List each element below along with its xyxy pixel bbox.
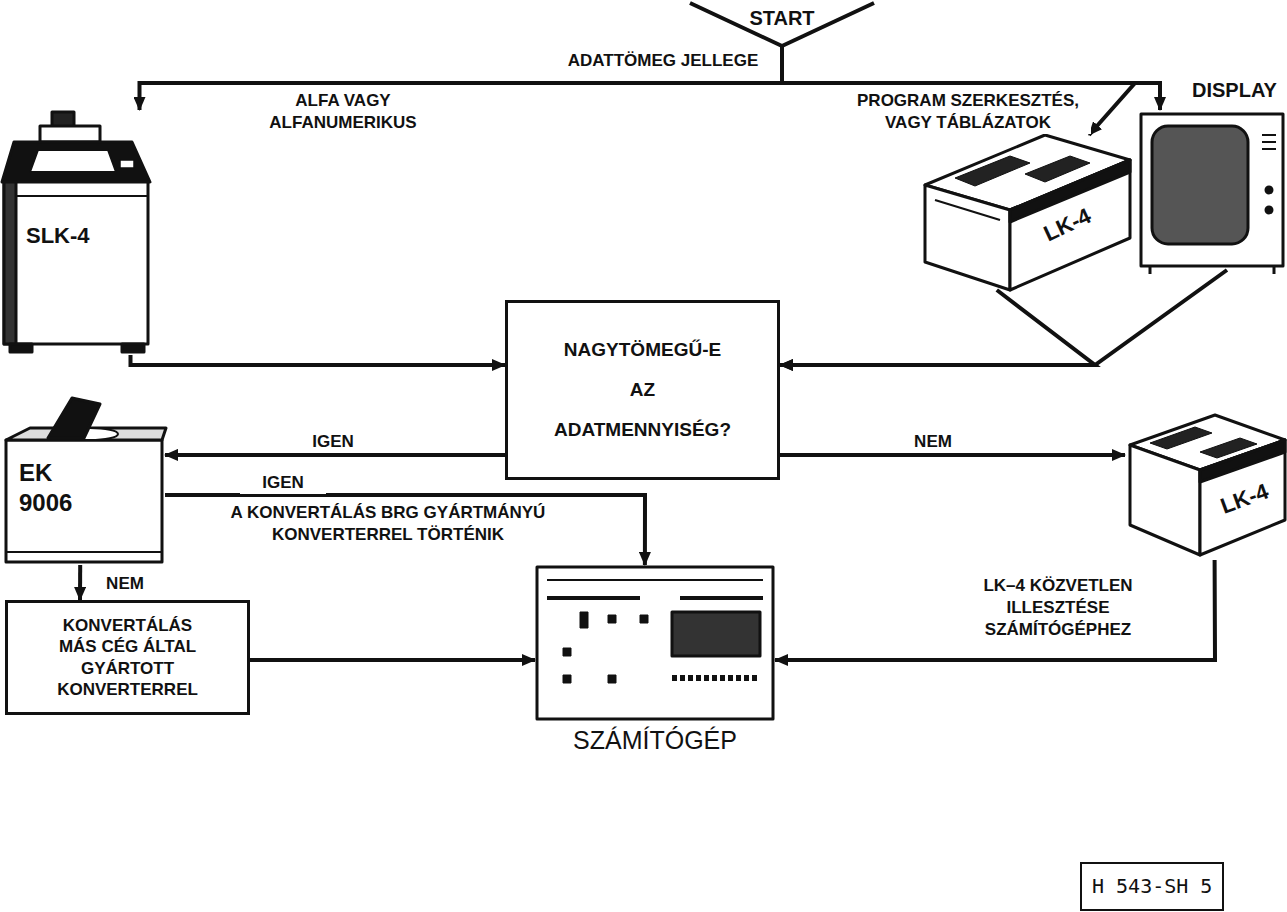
display-device: DISPLAY xyxy=(1140,110,1285,270)
node-text: H 543-SH 5 xyxy=(1092,874,1212,899)
edge-label: LK–4 KÖZVETLEN ILLESZTÉSE SZÁMÍTÓGÉPHEZ xyxy=(940,575,1176,641)
start-chevron xyxy=(690,3,874,46)
reference-code: H 543-SH 5 xyxy=(1080,862,1224,911)
terminal-device: SLK-4 xyxy=(0,110,150,355)
flow-arrow xyxy=(78,565,82,600)
node-text: SLK-4 xyxy=(26,222,90,250)
computer-device: SZÁMÍTÓGÉP xyxy=(535,565,775,760)
node-text: KONVERTÁLÁS MÁS CÉG ÁLTAL GYÁRTOTT KONVE… xyxy=(48,615,208,700)
edge-label: NEM xyxy=(890,431,976,453)
flow-arrow xyxy=(782,46,1135,135)
flow-arrow xyxy=(780,453,1125,457)
display-monitor xyxy=(1141,114,1283,274)
flow-arrow xyxy=(131,355,506,365)
ek9006-disk-unit xyxy=(6,398,166,562)
flow-arrow xyxy=(165,495,645,565)
note-label: A KONVERTÁLÁS BRG GYÁRTMÁNYÚ KONVERTERRE… xyxy=(220,502,556,546)
flow-arrow xyxy=(780,270,1227,365)
edge-label: IGEN xyxy=(290,431,376,453)
edge-label: IGEN xyxy=(240,472,326,494)
node-text: SZÁMÍTÓGÉP xyxy=(535,725,775,756)
start-chevron: START xyxy=(690,0,874,46)
flow-arrow xyxy=(780,290,1095,365)
edge-label: ALFA VAGY ALFANUMERIKUS xyxy=(225,90,461,134)
edge-label: PROGRAM SZERKESZTÉS, VAGY TÁBLÁZATOK xyxy=(845,90,1091,134)
cassette-device: LK-4 xyxy=(925,135,1130,290)
node-text: NAGYTÖMEGŰ-E AZ ADATMENNYISÉG? xyxy=(553,330,733,450)
disk-device: EK 9006 xyxy=(5,420,165,565)
lk4-cassette-unit xyxy=(925,135,1130,290)
edge-label: NEM xyxy=(92,573,158,595)
node-text: EK 9006 xyxy=(19,458,85,518)
node-text: LK-4 xyxy=(1217,477,1272,520)
slk4-terminal xyxy=(2,112,150,352)
node-text: START xyxy=(690,6,874,31)
flow-arrow xyxy=(775,560,1215,660)
flow-arrow xyxy=(250,658,535,662)
node-text: DISPLAY xyxy=(1192,78,1277,103)
flow-arrow xyxy=(165,453,505,457)
note-label: ADATTÖMEG JELLEGE xyxy=(555,50,771,72)
node-text: LK-4 xyxy=(1039,202,1095,248)
computer-cabinet xyxy=(537,567,773,719)
process-box: KONVERTÁLÁS MÁS CÉG ÁLTAL GYÁRTOTT KONVE… xyxy=(5,600,250,715)
decision-box: NAGYTÖMEGŰ-E AZ ADATMENNYISÉG? xyxy=(505,300,780,480)
cassette-device: LK-4 xyxy=(1125,415,1285,560)
lk4-cassette-unit xyxy=(1130,415,1285,555)
